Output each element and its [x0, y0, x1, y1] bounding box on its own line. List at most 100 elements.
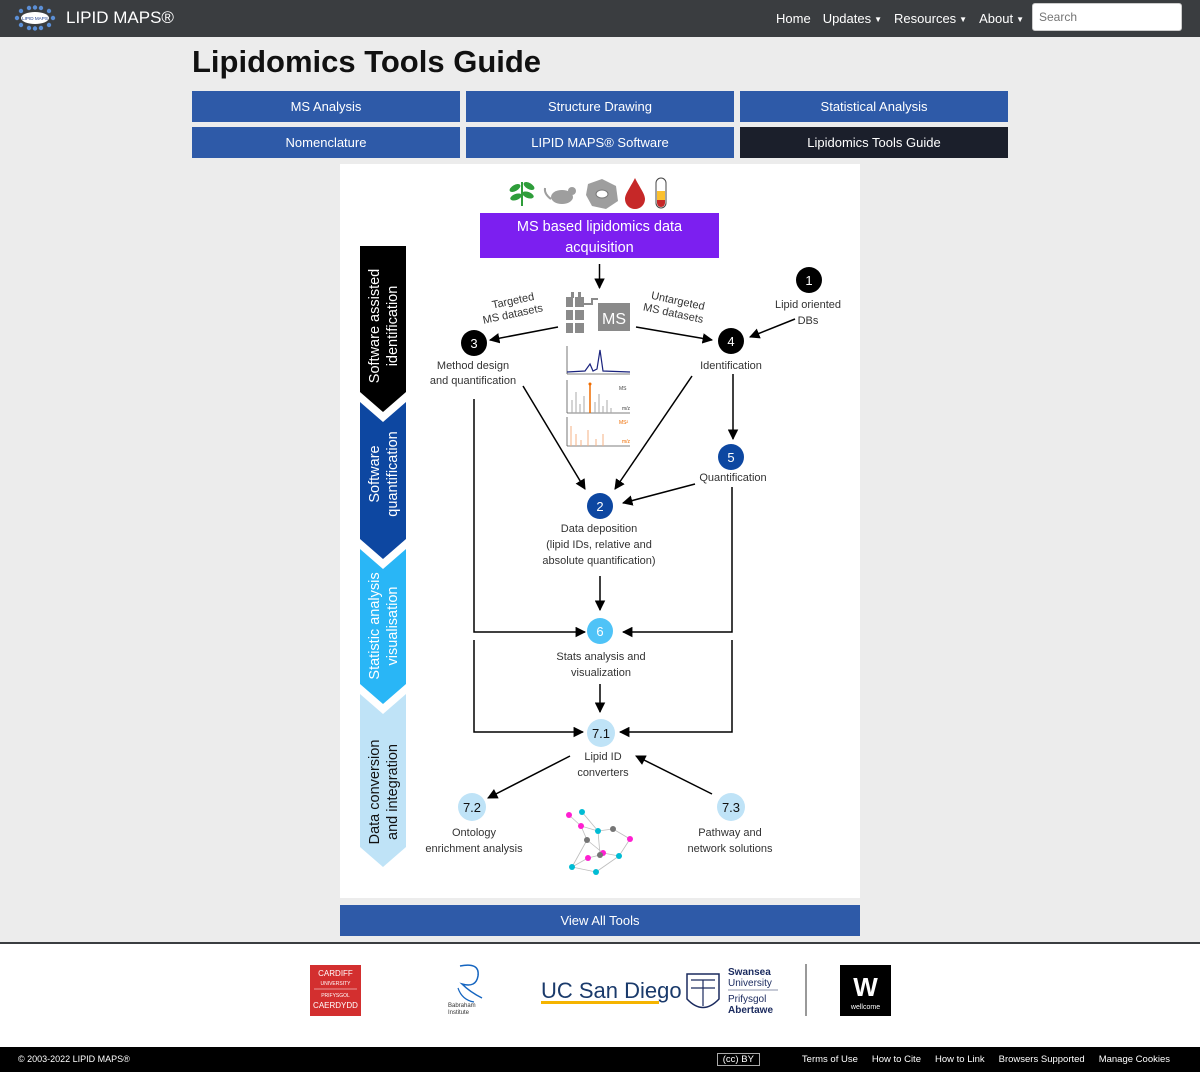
tab-ms-analysis[interactable]: MS Analysis	[192, 91, 460, 122]
stage-label-4b: and integration	[385, 744, 401, 840]
swansea-text-4: Abertawe	[728, 1005, 773, 1016]
nav-about[interactable]: About▼	[979, 11, 1024, 26]
arrow-5-71	[618, 640, 733, 738]
plant-icon	[509, 182, 535, 206]
ms1-axis-label: m/z	[622, 406, 631, 412]
node-7-3-label-1: Pathway and	[698, 827, 762, 839]
stage-label-1a: Software assisted	[367, 269, 383, 383]
node-7-1-label-2: converters	[577, 767, 629, 779]
arrow-4-2	[614, 375, 693, 490]
nav-home[interactable]: Home	[776, 11, 811, 26]
node-2-label-1: Data deposition	[561, 523, 637, 535]
search-input[interactable]	[1032, 3, 1182, 31]
cardiff-text-2: UNIVERSITY	[320, 981, 351, 987]
nav-updates-label: Updates	[822, 11, 872, 26]
arrow-3-71	[473, 640, 585, 738]
ms-label: MS	[602, 311, 626, 328]
acquisition-header-line2: acquisition	[565, 240, 634, 256]
workflow-svg: MS based lipidomics data acquisition Sof…	[360, 177, 841, 875]
node-6-number: 6	[596, 624, 603, 639]
node-7-2-label-2: enrichment analysis	[425, 843, 523, 855]
nav-updates[interactable]: Updates▼	[823, 11, 882, 26]
swansea-university-logo[interactable]: Swansea University Prifysgol Abertawe	[686, 967, 778, 1016]
logo-text: LIPID MAPS	[22, 16, 48, 21]
node-1-circle	[796, 267, 822, 293]
blood-tube-icon	[655, 177, 667, 209]
babraham-institute-logo[interactable]: Babraham Institute	[448, 964, 483, 1016]
node-3-label-1: Method design	[437, 360, 509, 372]
node-7-2-circle	[458, 793, 486, 821]
arrow-71-72	[487, 755, 571, 799]
brand-link[interactable]: LIPID MAPS LIPID MAPS®	[12, 5, 174, 31]
node-3-circle	[461, 330, 487, 356]
stage-label-3b: visualisation	[385, 587, 401, 666]
ms2-label: MS²	[619, 420, 629, 426]
wellcome-logo[interactable]: W wellcome	[840, 965, 891, 1016]
page-title: Lipidomics Tools Guide	[192, 44, 542, 79]
arrow-5-2	[621, 483, 696, 506]
stage-chevron-identification	[360, 246, 406, 412]
stage-chevron-quantification	[360, 402, 406, 559]
tab-nomenclature[interactable]: Nomenclature	[192, 127, 460, 158]
ms-instrument-icon: MS	[566, 292, 630, 333]
babraham-text-2: Institute	[448, 1010, 470, 1016]
node-5-number: 5	[727, 450, 734, 465]
nav-resources[interactable]: Resources▼	[894, 11, 967, 26]
node-6-label-1: Stats analysis and	[556, 651, 645, 663]
chromatogram-icon	[566, 346, 631, 375]
nav-links: Home Updates▼ Resources▼ About▼	[764, 0, 1024, 37]
bottom-bar: © 2003-2022 LIPID MAPS® (cc) BY Terms of…	[0, 1047, 1200, 1072]
chevron-down-icon: ▼	[959, 15, 968, 25]
nav-about-label: About	[979, 11, 1014, 26]
node-7-2-label-1: Ontology	[452, 827, 497, 839]
node-1-label-1: Lipid oriented	[775, 299, 841, 311]
node-4-circle	[718, 328, 744, 354]
footer-link-terms[interactable]: Terms of Use	[801, 1054, 858, 1065]
tab-lipidomics-tools-guide[interactable]: Lipidomics Tools Guide	[740, 127, 1008, 158]
footer-link-link[interactable]: How to Link	[934, 1054, 985, 1065]
arrow-ms-4	[635, 326, 714, 344]
cc-license-badge[interactable]: (cc) BY	[716, 1053, 760, 1066]
node-3-label-2: and quantification	[430, 375, 516, 387]
network-graph-icon	[566, 809, 633, 875]
lipid-maps-logo: LIPID MAPS	[14, 5, 56, 31]
partner-logos: CARDIFF UNIVERSITY PRIFYSGOL CAERDYDD Ba…	[0, 942, 1200, 1049]
wellcome-text: wellcome	[850, 1004, 880, 1011]
tab-lipid-maps-software[interactable]: LIPID MAPS® Software	[466, 127, 734, 158]
node-7-2-number: 7.2	[463, 800, 481, 815]
cardiff-university-logo[interactable]: CARDIFF UNIVERSITY PRIFYSGOL CAERDYDD	[310, 965, 361, 1016]
node-3-number: 3	[470, 336, 477, 351]
chevron-down-icon: ▼	[874, 15, 883, 25]
tab-structure-drawing[interactable]: Structure Drawing	[466, 91, 734, 122]
node-2-label-3: absolute quantification)	[542, 555, 655, 567]
stage-label-1b: identification	[385, 286, 401, 367]
cell-icon	[586, 179, 618, 209]
footer-link-cite[interactable]: How to Cite	[871, 1054, 921, 1065]
tab-statistical-analysis[interactable]: Statistical Analysis	[740, 91, 1008, 122]
ms1-label: MS	[619, 386, 627, 392]
ucsd-text: UC San Diego	[541, 978, 682, 1003]
node-6-circle	[587, 618, 613, 644]
footer-link-cookies[interactable]: Manage Cookies	[1098, 1054, 1170, 1065]
babraham-text-1: Babraham	[448, 1003, 476, 1009]
view-all-tools-button[interactable]: View All Tools	[340, 905, 860, 936]
nav-resources-label: Resources	[894, 11, 957, 26]
brand-name: LIPID MAPS®	[66, 8, 174, 27]
uc-san-diego-logo[interactable]: UC San Diego	[541, 978, 682, 1004]
arrow-73-71	[635, 755, 713, 795]
arrow-3-2	[522, 385, 586, 490]
footer-link-browsers[interactable]: Browsers Supported	[998, 1054, 1085, 1065]
cardiff-text-4: CAERDYDD	[313, 1001, 358, 1010]
node-7-1-circle	[587, 719, 615, 747]
node-7-1-number: 7.1	[592, 726, 610, 741]
navbar: LIPID MAPS LIPID MAPS® Home Updates▼ Res…	[0, 0, 1200, 37]
blood-drop-icon	[625, 178, 645, 209]
ms2-spectrum-icon: MS² m/z	[566, 417, 631, 447]
arrow-5-6	[621, 487, 733, 638]
stage-label-3a: Statistic analysis	[367, 572, 383, 679]
stage-chevron-statistics	[360, 549, 406, 704]
tool-category-tabs: MS Analysis Structure Drawing Statistica…	[192, 91, 1008, 158]
stage-label-2b: quantification	[385, 431, 401, 516]
node-4-number: 4	[727, 334, 734, 349]
swansea-text-2: University	[728, 978, 772, 989]
